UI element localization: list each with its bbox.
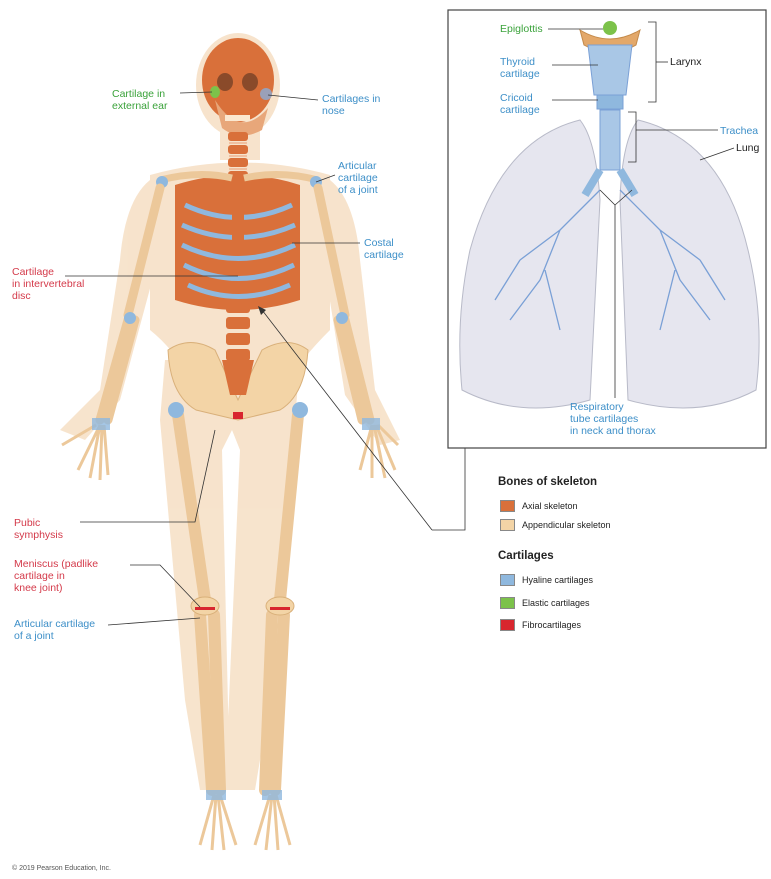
- label-epiglottis: Epiglottis: [500, 23, 543, 35]
- label-lung: Lung: [736, 142, 759, 154]
- legend-axial-label: Axial skeleton: [522, 501, 578, 511]
- label-pubic-symphysis: Pubic symphysis: [14, 517, 63, 541]
- label-costal-cartilage: Costal cartilage: [364, 237, 404, 261]
- legend-hyaline: Hyaline cartilages: [500, 574, 593, 586]
- label-intervertebral-disc: Cartilage in intervertebral disc: [12, 266, 84, 302]
- fibro-swatch: [500, 619, 515, 631]
- label-meniscus: Meniscus (padlike cartilage in knee join…: [14, 558, 98, 594]
- legend-bones-title: Bones of skeleton: [498, 476, 597, 488]
- elastic-swatch: [500, 597, 515, 609]
- legend-appendicular: Appendicular skeleton: [500, 519, 611, 531]
- sternum: [232, 185, 244, 240]
- label-respiratory-tube-cartilages: Respiratory tube cartilages in neck and …: [570, 401, 656, 437]
- legend-appendicular-label: Appendicular skeleton: [522, 520, 611, 530]
- hyaline-swatch: [500, 574, 515, 586]
- nose-cartilage: [260, 88, 272, 100]
- legend-fibro-label: Fibrocartilages: [522, 620, 581, 630]
- pubic-symphysis: [233, 412, 243, 419]
- legend-elastic-label: Elastic cartilages: [522, 598, 590, 608]
- label-larynx: Larynx: [670, 56, 702, 68]
- label-nose-cartilages: Cartilages in nose: [322, 93, 380, 117]
- legend-cartilages-title: Cartilages: [498, 550, 554, 562]
- copyright: © 2019 Pearson Education, Inc.: [12, 865, 111, 872]
- label-thyroid-cartilage: Thyroid cartilage: [500, 56, 540, 80]
- legend-axial: Axial skeleton: [500, 500, 578, 512]
- label-articular-cartilage-lower: Articular cartilage of a joint: [14, 618, 95, 642]
- legend-elastic: Elastic cartilages: [500, 597, 590, 609]
- label-cricoid-cartilage: Cricoid cartilage: [500, 92, 540, 116]
- feet: [200, 795, 290, 850]
- label-external-ear-cartilage: Cartilage in external ear: [112, 88, 167, 112]
- rib-cage: [175, 175, 300, 310]
- legend-fibro: Fibrocartilages: [500, 619, 581, 631]
- legend-hyaline-label: Hyaline cartilages: [522, 575, 593, 585]
- label-trachea: Trachea: [720, 125, 758, 137]
- axial-swatch: [500, 500, 515, 512]
- label-articular-cartilage-upper: Articular cartilage of a joint: [338, 160, 378, 196]
- epiglottis-cartilage: [603, 21, 617, 35]
- appendicular-swatch: [500, 519, 515, 531]
